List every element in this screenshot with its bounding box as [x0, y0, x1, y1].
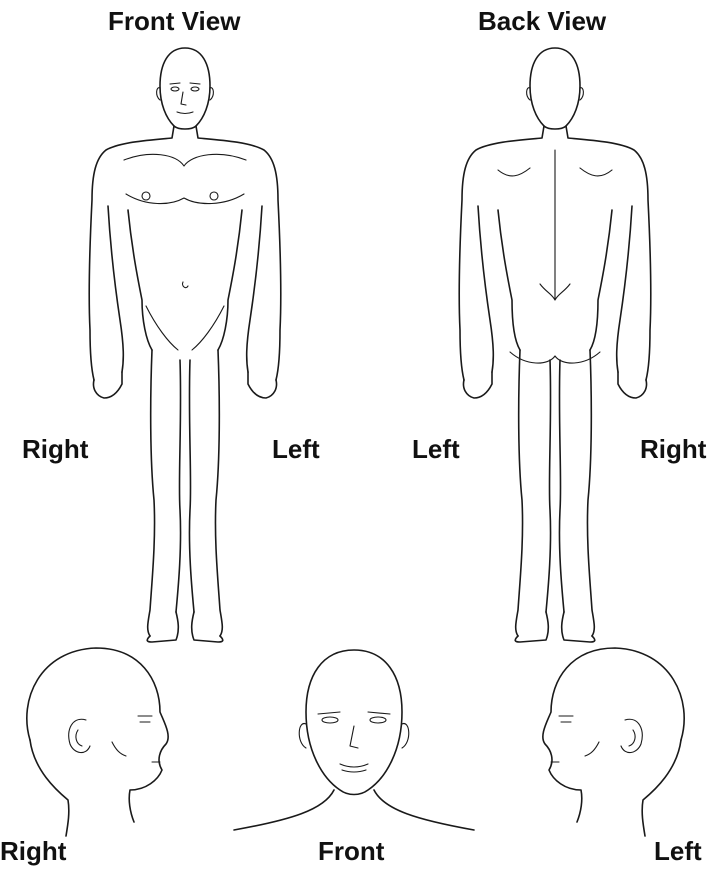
- head-left-profile: [0, 0, 711, 870]
